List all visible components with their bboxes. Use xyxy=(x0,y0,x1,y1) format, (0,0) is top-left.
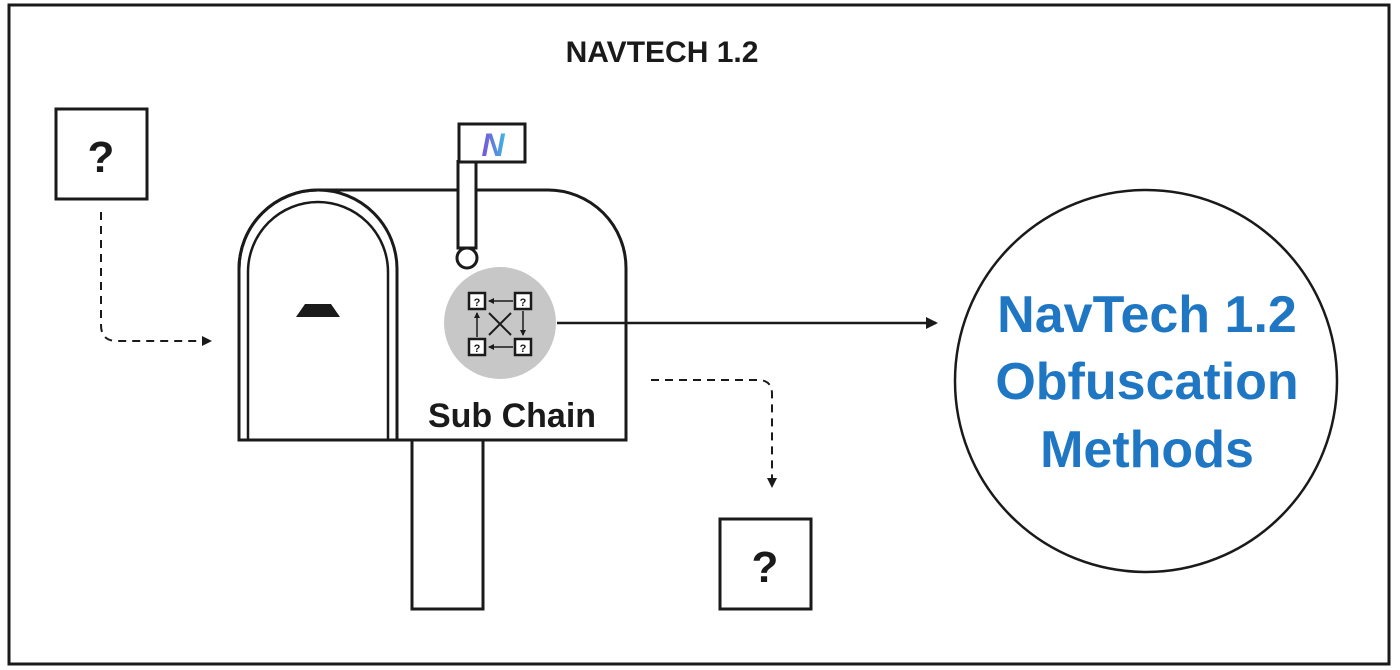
svg-text:?: ? xyxy=(474,343,481,355)
flag-knob xyxy=(455,246,479,270)
svg-text:?: ? xyxy=(520,297,527,309)
sub-chain-label: Sub Chain xyxy=(428,397,596,435)
result-line-2: Obfuscation xyxy=(995,353,1298,411)
mailbox-door-handle xyxy=(296,304,340,317)
flag-pole xyxy=(456,160,478,250)
sub-chain-cross xyxy=(488,312,512,336)
navcoin-logo-icon: N xyxy=(481,127,505,163)
input-question-mark: ? xyxy=(88,133,115,182)
result-line-3: Methods xyxy=(1040,421,1254,479)
mailbox-door-inner xyxy=(246,200,390,440)
sub-chain-node: ? xyxy=(467,337,487,357)
output-unknown-box: ? xyxy=(718,517,813,611)
svg-text:?: ? xyxy=(474,297,481,309)
mailbox-door-outer xyxy=(237,188,399,440)
sub-chain-node: ? xyxy=(513,337,533,357)
output-dashed-arrow xyxy=(651,379,777,488)
result-circle xyxy=(953,188,1339,574)
input-dashed-arrow xyxy=(100,212,212,346)
mailbox-post xyxy=(410,438,485,611)
diagram-title: NAVTECH 1.2 xyxy=(566,36,759,69)
sub-chain-node: ? xyxy=(513,291,533,311)
result-line-1: NavTech 1.2 xyxy=(997,286,1297,344)
output-question-mark: ? xyxy=(752,543,779,592)
svg-text:?: ? xyxy=(520,343,527,355)
sub-chain-node: ? xyxy=(467,291,487,311)
sub-chain-icon: ? ? ? ? xyxy=(444,267,556,379)
input-unknown-box: ? xyxy=(54,107,149,201)
navcoin-flag: N xyxy=(457,122,527,164)
outer-frame xyxy=(7,3,1391,666)
